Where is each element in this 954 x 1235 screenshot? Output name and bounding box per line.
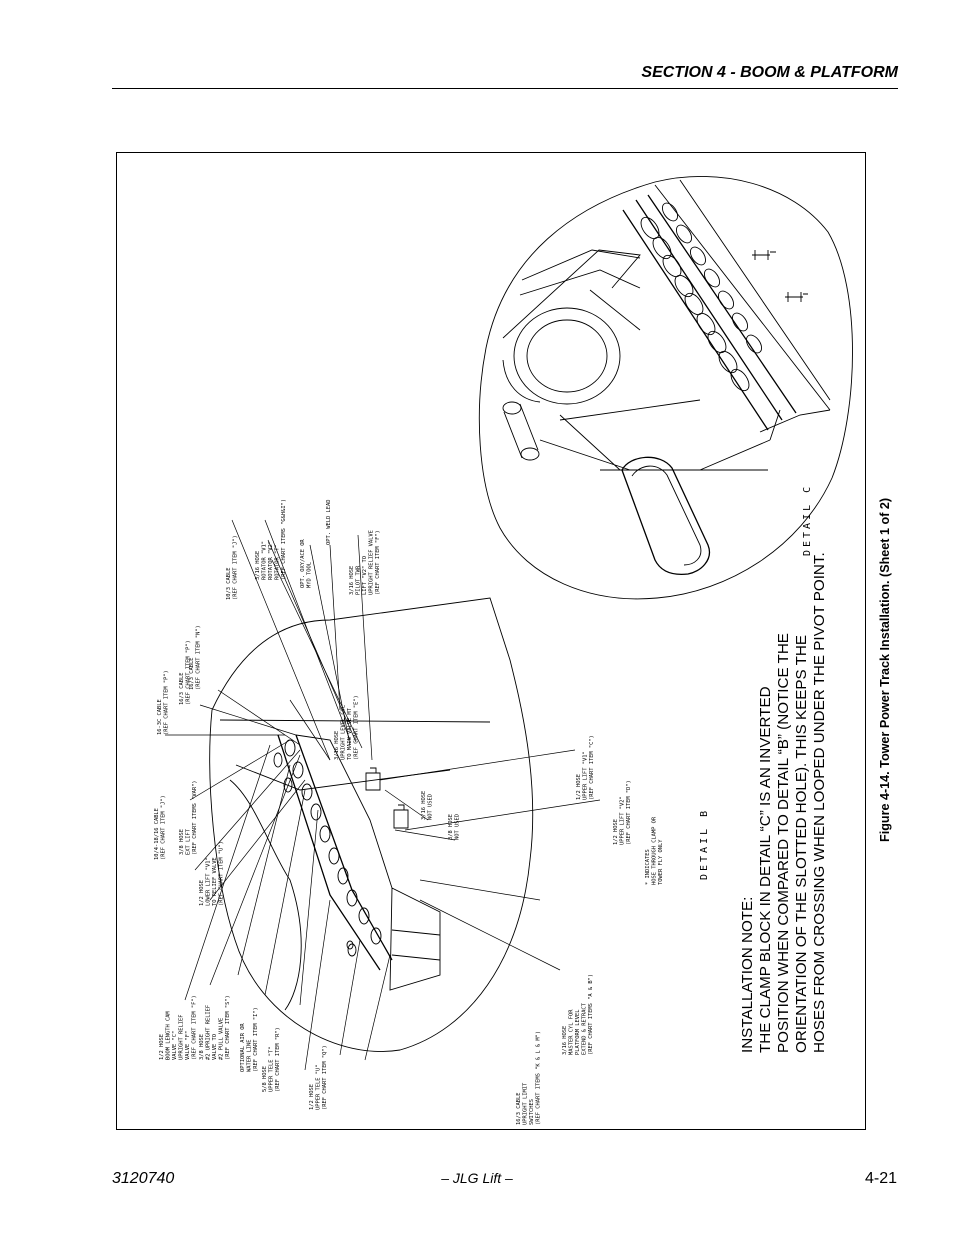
installation-note-line: ORIENTATION OF THE SLOTTED HOLE). THIS K… — [793, 635, 810, 1053]
installation-note: INSTALLATION NOTE: THE CLAMP BLOCK IN DE… — [739, 552, 828, 1053]
callout-c15: 1/2 HOSELOWER LIFT "V1"TO RELIEF VALVE(R… — [199, 841, 225, 906]
callout-c14: 3/8 HOSEEXT LIFT(REF CHART ITEMS "VAR") — [179, 780, 198, 855]
figure-caption: Figure 4-14. Tower Power Track Installat… — [878, 498, 892, 842]
callout-c08: * INDICATESHOSE THROUGH CLAMP ORTOWER FL… — [645, 816, 664, 885]
detail-b-drawing — [209, 597, 534, 1052]
figure-frame — [116, 152, 866, 1130]
installation-note-line: HOSES FROM CROSSING WHEN LOOPED UNDER TH… — [811, 552, 828, 1053]
callout-c18: 16/3 CABLE(REF CHART ITEM "N") — [189, 625, 202, 690]
doc-number: 3120740 — [112, 1170, 175, 1187]
callout-c21: 3/16 HOSEROTATOR "V1"ROTATOR "V2"ROTATOR… — [255, 499, 287, 580]
callout-c05: 1/2 HOSEUPPER TELE "U"(REF CHART ITEM "Q… — [309, 1045, 328, 1110]
callout-c22: OPT. WELD LEAD — [326, 500, 332, 545]
callout-c16: 16-3C CABLE(REF CHART ITEM "P") — [157, 670, 170, 735]
leader-lines — [165, 519, 601, 1071]
installation-note-title: INSTALLATION NOTE: — [739, 897, 756, 1053]
callout-c02: 3/8 HOSE#2 UPRIGHT RELIEFVALVE TO#2 PULL… — [199, 995, 231, 1060]
callout-c19: 3/16 HOSEUPRIGHT LEVEL CYLTO MAIN VALVE … — [334, 695, 360, 760]
callout-c11: 3/8 HOSENOT USED — [448, 814, 461, 840]
callout-c13: 10/4-18/16 CABLE(REF CHART ITEM "J") — [154, 795, 167, 860]
callout-c06: 16/3 CABLEUPRIGHT LIMITSWITCHES(REF CHAR… — [516, 1031, 542, 1125]
detail-c-label: DETAIL C — [802, 484, 813, 556]
callout-c07: 3/16 HOSEMASTER CYL FORPLATFORM LEVELEXT… — [562, 974, 594, 1055]
section-title: SECTION 4 - BOOM & PLATFORM — [641, 64, 898, 81]
callout-c24: 3/16 HOSEPILOT TWRLIFT "V2" TOUPRIGHT RE… — [349, 530, 381, 595]
callout-c09: 1/2 HOSEUPPER LIFT "V2"(REF CHART ITEM "… — [613, 780, 632, 845]
callout-c17: 16/3 CABLE(REF CHART ITEM "P") — [179, 640, 192, 705]
callout-c03: OPTIONAL AIR ORWATER LINE(REF CHART ITEM… — [240, 1007, 259, 1072]
callout-c20: 10/3 CABLE(REF CHART ITEM "J") — [226, 535, 239, 600]
publisher: – JLG Lift – — [441, 1170, 513, 1186]
installation-note-line: POSITION WHEN COMPARED TO DETAIL “B” (NO… — [775, 633, 792, 1053]
installation-note-line: THE CLAMP BLOCK IN DETAIL “C” IS AN INVE… — [757, 686, 774, 1053]
header-rule — [112, 88, 898, 89]
callout-c04: 5/8 HOSEUPPER TELE "T"(REF CHART ITEM "R… — [262, 1027, 281, 1092]
detail-c-drawing — [478, 176, 853, 600]
callout-c10: 1/2 HOSEUPPER LIFT "V1"(REF CHART ITEM "… — [576, 735, 595, 800]
page-number: 4-21 — [864, 1170, 897, 1187]
callout-c12: 3/16 HOSENOT USED — [421, 791, 434, 820]
callout-c23: OPT. OXY/ACE ORMYD TOOL — [300, 539, 313, 588]
callout-labels: 1/2 HOSEBOOM LENGTH CAMVALVE "C"UPRIGHT … — [154, 499, 664, 1125]
detail-b-label: DETAIL B — [699, 808, 710, 880]
callout-c01: 1/2 HOSEBOOM LENGTH CAMVALVE "C"UPRIGHT … — [159, 995, 198, 1060]
